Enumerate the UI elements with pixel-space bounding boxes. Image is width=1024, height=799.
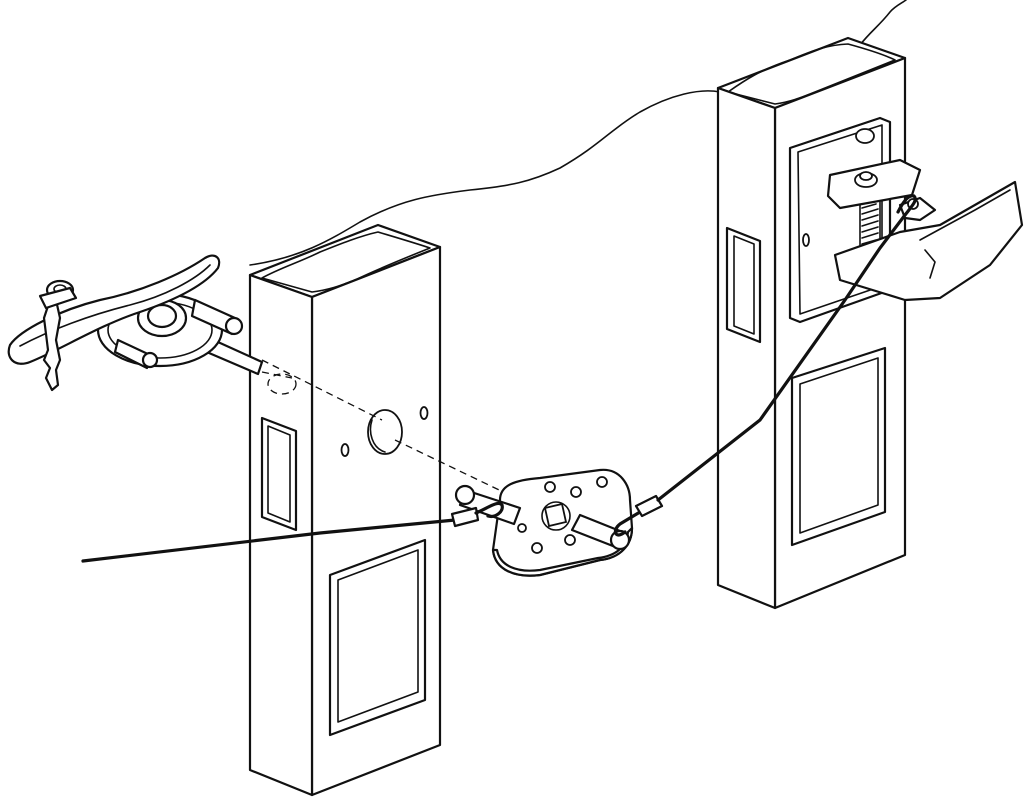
left-door-stile — [248, 223, 442, 797]
alignment-line — [261, 359, 521, 501]
cam-plate — [454, 468, 634, 577]
wall-break-line — [249, 90, 721, 266]
right-door-stile — [716, 36, 907, 610]
wall-break-line-upper — [859, 0, 907, 46]
spindle-hole — [367, 409, 403, 455]
latch-assembly — [826, 158, 1024, 302]
pull-cable — [81, 194, 917, 563]
t-handle-with-lock-and-key — [7, 254, 264, 392]
